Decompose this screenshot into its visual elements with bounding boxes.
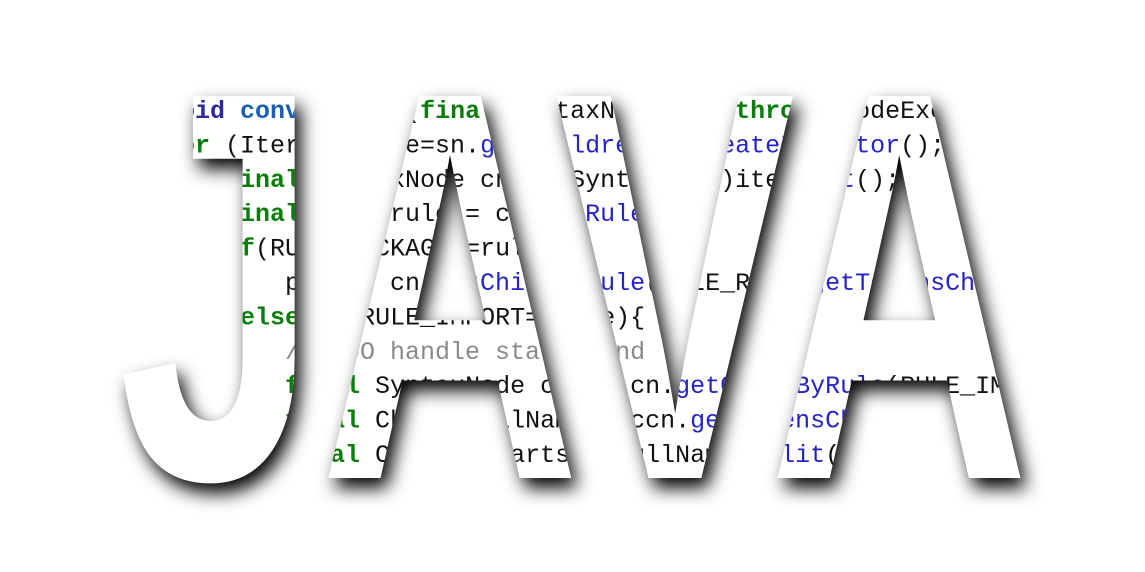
code-token: final (285, 372, 360, 401)
code-token: createIterator (690, 131, 900, 160)
code-token: (RULE_IMPORT==rule){ (345, 303, 645, 332)
code-token: final (285, 407, 360, 436)
java-letters: JAVA (118, 0, 1030, 572)
code-token: if (315, 303, 345, 332)
code-line: final Rule rule = cn.getRule(); (165, 200, 690, 229)
code-token: getTokensChars (810, 269, 1020, 298)
code-token: (Iterator ite=sn. (210, 131, 480, 160)
code-token: ();){ (1110, 131, 1145, 160)
code-token: (). (645, 131, 690, 160)
code-line: }else if(RULE_IMPORT==rule){ (165, 303, 645, 332)
code-token: final (225, 166, 300, 195)
code-token (165, 200, 225, 229)
svg-text:JAVA: JAVA (118, 0, 1030, 572)
code-token: ( (405, 97, 420, 126)
code-token: Chars fullName = ccn. (360, 407, 690, 436)
code-token (300, 303, 315, 332)
code-token: } (165, 303, 240, 332)
code-token: final (225, 200, 300, 229)
code-token: split (750, 441, 825, 470)
code-token: getChildren (480, 131, 645, 160)
code-token (165, 166, 225, 195)
code-token: final (285, 441, 360, 470)
code-token: final (420, 97, 495, 126)
code-token: SyntaxNode ccn = cn. (360, 372, 675, 401)
code-token: SyntaxNode cn = (SyntaxNode)ite. (300, 166, 795, 195)
code-token: pack = cn. (165, 269, 435, 298)
code-token: throws (735, 97, 825, 126)
code-token: //TODO handle static and .* (165, 338, 690, 367)
code-token: (RULE_PACKAGE==rule){ (255, 235, 570, 264)
code-line: if(RULE_PACKAGE==rule){ (165, 235, 570, 264)
code-token: hasNext (1005, 131, 1110, 160)
code-token: getChildByRule (675, 372, 885, 401)
code-token: for (165, 131, 210, 160)
code-line: void convertFile(final SyntaxNode sn) th… (165, 97, 1050, 126)
letter-shadow: JAVA (118, 0, 1030, 572)
code-line: final SyntaxNode ccn = cn.getChildByRule… (165, 372, 1065, 401)
code-listing: void convertFile(final SyntaxNode sn) th… (165, 97, 1145, 470)
code-token: (); (855, 166, 900, 195)
code-token: (); (645, 200, 690, 229)
code-token: (RULE_REF). (645, 269, 810, 298)
code-token: getChildByRule (435, 269, 645, 298)
code-token (165, 235, 225, 264)
code-token (165, 441, 285, 470)
code-token: if (225, 235, 255, 264)
code-token (165, 407, 285, 436)
code-token (225, 97, 240, 126)
code-token: getRule (540, 200, 645, 229)
code-token: getTokensChars (690, 407, 900, 436)
code-line: final Chars fullName = ccn.getTokensChar… (165, 407, 945, 436)
code-token: else (240, 303, 300, 332)
code-token (165, 372, 285, 401)
code-line: for (Iterator ite=sn.getChildren().creat… (165, 131, 1145, 160)
code-token: (); (1020, 269, 1065, 298)
code-token: CodeException{ (825, 97, 1050, 126)
code-token: convertFile (240, 97, 405, 126)
code-line: final Chars[] parts = fullName.split('.'… (165, 441, 915, 470)
code-token: Chars[] parts = fullName. (360, 441, 750, 470)
code-token: (RULE_IMPORT (885, 372, 1065, 401)
code-line: //TODO handle static and .* (165, 338, 690, 367)
code-token: (); (900, 407, 945, 436)
code-token: ();ite. (900, 131, 1005, 160)
code-line: pack = cn.getChildByRule(RULE_REF).getTo… (165, 269, 1065, 298)
code-token: void (165, 97, 225, 126)
code-token: next (795, 166, 855, 195)
code-token: ('.'); (825, 441, 915, 470)
code-token: SyntaxNode sn) (495, 97, 735, 126)
code-token: Rule rule = cn. (300, 200, 540, 229)
code-line: final SyntaxNode cn = (SyntaxNode)ite.ne… (165, 166, 900, 195)
